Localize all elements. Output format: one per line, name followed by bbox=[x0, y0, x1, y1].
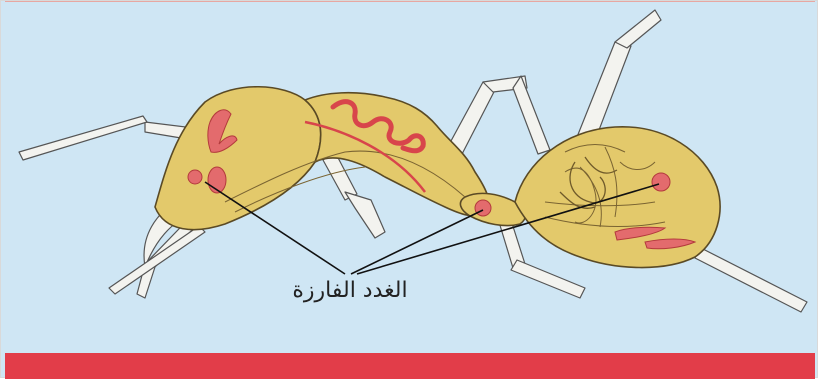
glands-label: الغدد الفارزة bbox=[250, 278, 450, 303]
rear-leg-lower bbox=[615, 10, 661, 48]
hind-leg-lower bbox=[695, 247, 807, 312]
front-leg-lower bbox=[345, 192, 385, 238]
head-gland-round-1 bbox=[188, 170, 202, 184]
mid-leg-lower bbox=[513, 76, 550, 154]
bottom-accent-bar bbox=[5, 353, 815, 379]
diagram-panel: الغدد الفارزة bbox=[5, 1, 815, 352]
under-leg-lower bbox=[511, 260, 585, 298]
gaster-gland bbox=[652, 173, 670, 191]
ant-thorax bbox=[305, 93, 489, 216]
antenna-funiculus bbox=[19, 116, 147, 160]
ant-body bbox=[155, 87, 720, 268]
ant-head bbox=[155, 87, 321, 230]
